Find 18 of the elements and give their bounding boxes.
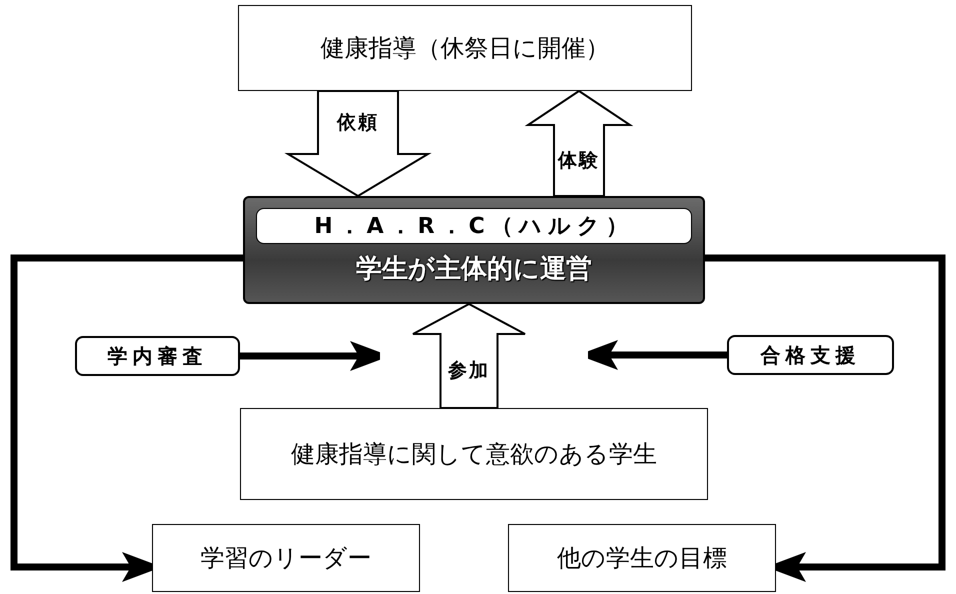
- name-plate: H．A．R．C（ハルク）: [256, 208, 692, 244]
- box-text: 健康指導に関して意欲のある学生: [291, 439, 657, 470]
- process-box: [152, 524, 420, 592]
- box-text: 健康指導（休祭日に開催）: [320, 33, 610, 64]
- label-box: [727, 335, 894, 375]
- box-text: 学内審査: [108, 343, 208, 370]
- subtitle-text: 学生が主体的に運営: [356, 253, 592, 286]
- label-box: [75, 336, 240, 376]
- box-text: 他の学生の目標: [557, 543, 727, 574]
- edge-label: 依頼: [337, 113, 379, 132]
- box-text: 合格支援: [760, 342, 860, 369]
- process-box: [238, 5, 692, 91]
- edge-label: 体験: [558, 151, 600, 170]
- process-box: [508, 524, 776, 592]
- organization-box: [243, 196, 705, 304]
- process-box: [240, 408, 708, 500]
- block-arrow: [284, 90, 432, 198]
- box-text: 学習のリーダー: [200, 543, 372, 574]
